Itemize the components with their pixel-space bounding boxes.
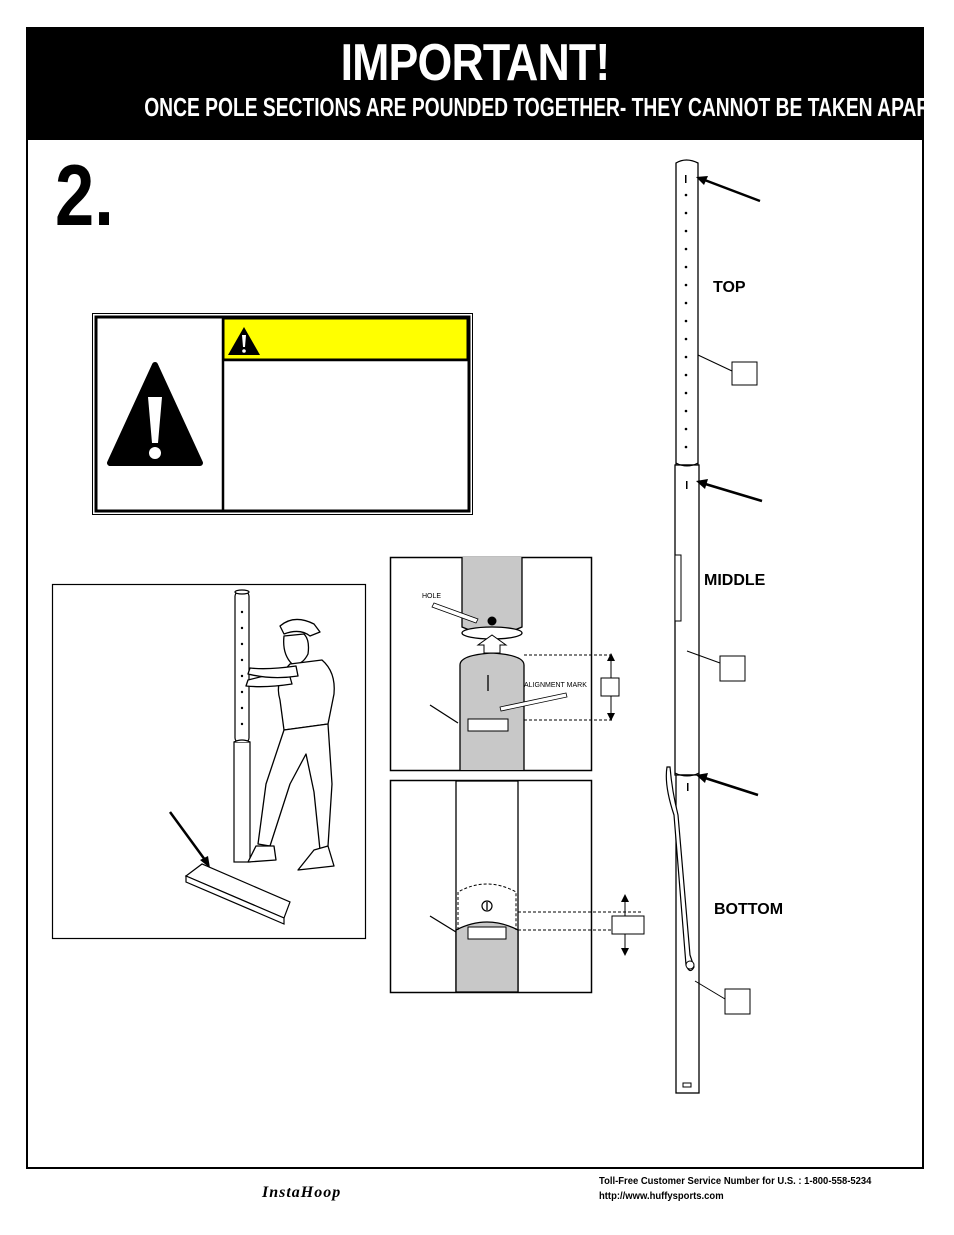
man-figure <box>245 618 335 871</box>
small-warning-icon <box>228 327 260 355</box>
warning-triangle-icon <box>107 362 203 466</box>
banner-subtitle: ONCE POLE SECTIONS ARE POUNDED TOGETHER-… <box>144 92 943 122</box>
page-frame <box>26 27 924 1169</box>
pole-diagram <box>665 159 763 1094</box>
instahoop-logo: InstaHoop <box>262 1184 342 1201</box>
footer-url: http://www.huffysports.com <box>599 1190 724 1202</box>
alignment-mark-label: ALIGNMENT MARK <box>524 682 587 689</box>
footer-phone: Toll-Free Customer Service Number for U.… <box>599 1175 872 1187</box>
pole-illustration <box>233 589 251 863</box>
step-number: 2. <box>55 148 114 244</box>
pole-label-middle: MIDDLE <box>704 572 766 589</box>
warning-label <box>92 313 473 515</box>
important-banner: IMPORTANT! ONCE POLE SECTIONS ARE POUNDE… <box>28 29 943 140</box>
detail-alignment: HOLE ALIGNMENT MARK <box>389 556 620 772</box>
banner-title: IMPORTANT! <box>340 34 611 92</box>
installation-illustration <box>51 583 367 940</box>
pounding-board <box>184 863 291 925</box>
hole-label: HOLE <box>422 593 441 600</box>
pole-label-bottom: BOTTOM <box>714 901 784 918</box>
detail-inserted <box>389 779 645 994</box>
pole-label-top: TOP <box>713 279 746 296</box>
